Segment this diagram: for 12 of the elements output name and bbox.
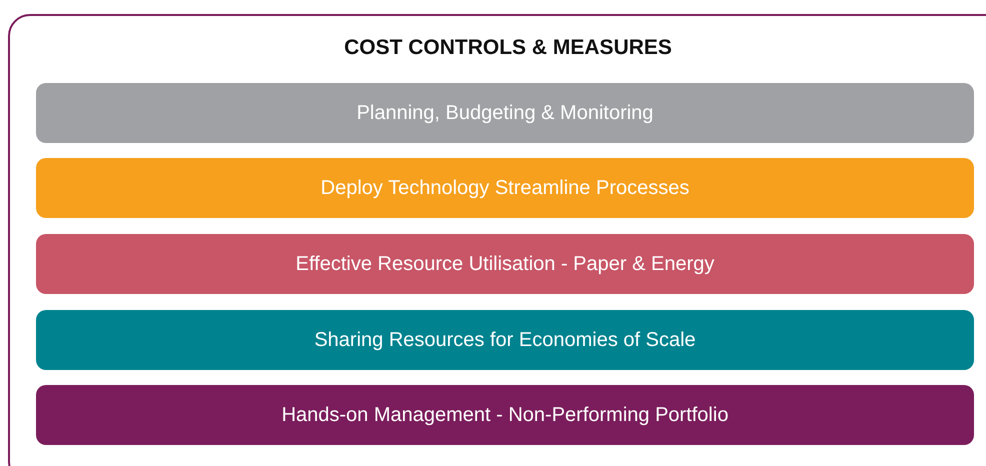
bar-label: Deploy Technology Streamline Processes xyxy=(320,176,690,200)
bar-label: Effective Resource Utilisation - Paper & Energy xyxy=(296,252,714,276)
panel-heading: COST CONTROLS & MEASURES xyxy=(343,36,673,60)
category-bar xyxy=(36,83,974,143)
category-bar xyxy=(36,234,974,294)
bar-label: Sharing Resources for Economies of Scale xyxy=(314,328,696,352)
bar-label: Planning, Budgeting & Monitoring xyxy=(356,102,654,124)
category-bar xyxy=(36,158,974,218)
panel-frame xyxy=(8,14,986,466)
bar-label: Hands-on Management - Non-Performing Portfolio xyxy=(282,404,728,426)
category-bar xyxy=(36,310,974,370)
category-bar xyxy=(36,385,974,445)
